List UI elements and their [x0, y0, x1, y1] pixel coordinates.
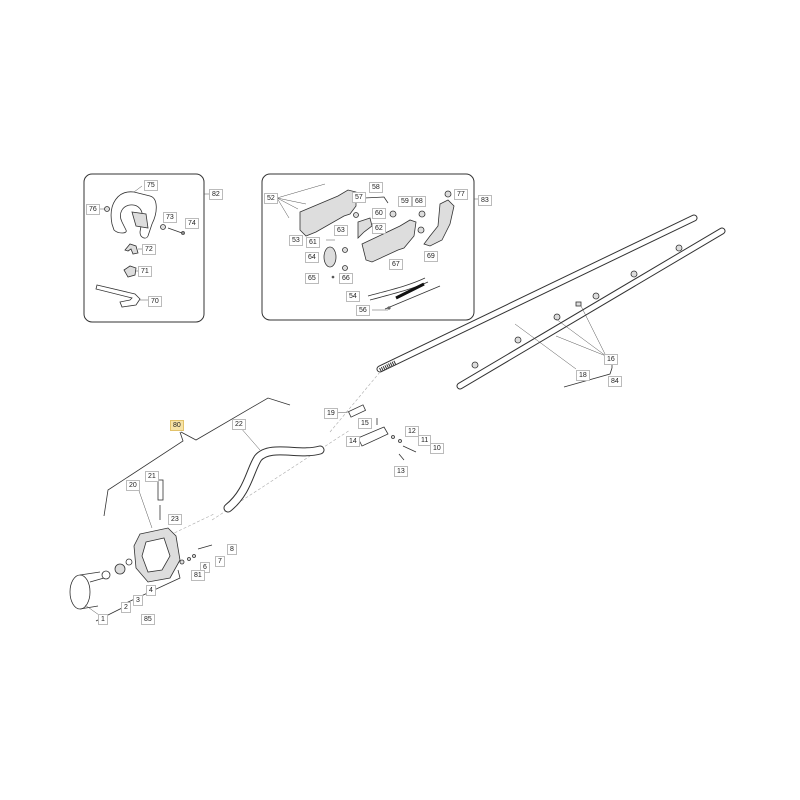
part-label-1[interactable]: 1 — [98, 614, 108, 625]
part-label-60[interactable]: 60 — [372, 208, 386, 219]
part-label-57[interactable]: 57 — [352, 192, 366, 203]
part-label-80[interactable]: 80 — [170, 420, 184, 431]
part-label-19[interactable]: 19 — [324, 408, 338, 419]
part-label-59[interactable]: 59 — [398, 196, 412, 207]
part-label-81[interactable]: 81 — [191, 570, 205, 581]
part-label-68[interactable]: 68 — [412, 196, 426, 207]
part-label-85[interactable]: 85 — [141, 614, 155, 625]
part-label-75[interactable]: 75 — [144, 180, 158, 191]
part-label-16[interactable]: 16 — [604, 354, 618, 365]
part-label-84[interactable]: 84 — [608, 376, 622, 387]
part-label-4[interactable]: 4 — [146, 585, 156, 596]
part-label-12[interactable]: 12 — [405, 426, 419, 437]
part-label-69[interactable]: 69 — [424, 251, 438, 262]
part-label-67[interactable]: 67 — [389, 259, 403, 270]
part-label-77[interactable]: 77 — [454, 189, 468, 200]
part-label-23[interactable]: 23 — [168, 514, 182, 525]
drive-shaft-tube — [223, 426, 325, 513]
part-label-54[interactable]: 54 — [346, 291, 360, 302]
clamp-assembly — [335, 404, 417, 461]
part-label-22[interactable]: 22 — [232, 419, 246, 430]
part-label-63[interactable]: 63 — [334, 225, 348, 236]
part-label-52[interactable]: 52 — [264, 193, 278, 204]
part-label-83[interactable]: 83 — [478, 195, 492, 206]
part-label-64[interactable]: 64 — [305, 252, 319, 263]
part-label-13[interactable]: 13 — [394, 466, 408, 477]
part-label-15[interactable]: 15 — [358, 418, 372, 429]
part-label-11[interactable]: 11 — [418, 435, 432, 446]
part-label-70[interactable]: 70 — [148, 296, 162, 307]
part-label-61[interactable]: 61 — [306, 237, 320, 248]
part-label-76[interactable]: 76 — [86, 204, 100, 215]
part-label-6[interactable]: 6 — [200, 562, 210, 573]
shaft-tubes — [376, 214, 726, 390]
gearbox-housing — [133, 479, 181, 583]
part-label-21[interactable]: 21 — [145, 471, 159, 482]
part-label-56[interactable]: 56 — [356, 305, 370, 316]
part-label-7[interactable]: 7 — [215, 556, 225, 567]
part-label-18[interactable]: 18 — [576, 370, 590, 381]
part-label-74[interactable]: 74 — [185, 218, 199, 229]
gear-head — [69, 544, 213, 622]
part-label-2[interactable]: 2 — [121, 602, 131, 613]
part-label-8[interactable]: 8 — [227, 544, 237, 555]
part-label-20[interactable]: 20 — [126, 480, 140, 491]
part-label-14[interactable]: 14 — [346, 436, 360, 447]
part-label-72[interactable]: 72 — [142, 244, 156, 255]
part-label-82[interactable]: 82 — [209, 189, 223, 200]
part-label-53[interactable]: 53 — [289, 235, 303, 246]
part-label-10[interactable]: 10 — [430, 443, 444, 454]
part-label-62[interactable]: 62 — [372, 223, 386, 234]
part-label-3[interactable]: 3 — [133, 595, 143, 606]
rear-handle-kit-box — [261, 173, 478, 321]
part-label-65[interactable]: 65 — [305, 273, 319, 284]
part-label-71[interactable]: 71 — [138, 266, 152, 277]
part-label-73[interactable]: 73 — [163, 212, 177, 223]
part-label-66[interactable]: 66 — [339, 273, 353, 284]
part-label-58[interactable]: 58 — [369, 182, 383, 193]
